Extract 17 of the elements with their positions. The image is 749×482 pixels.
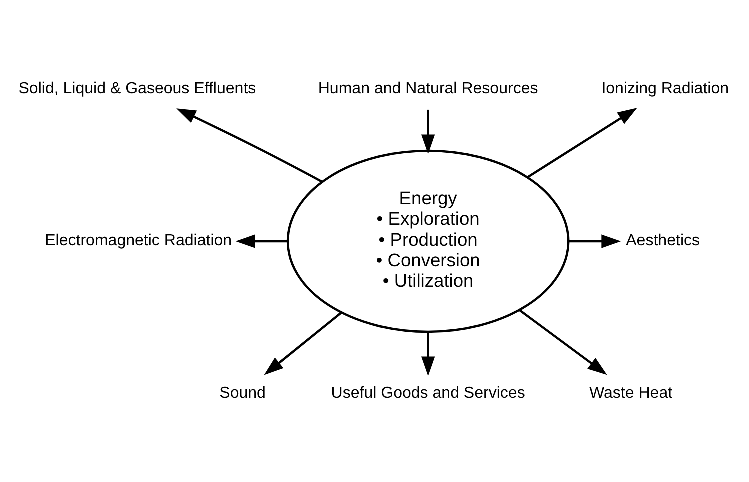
arrow bbox=[422, 109, 436, 154]
node-text: Human and Natural Resources bbox=[318, 78, 538, 97]
arrow bbox=[236, 234, 288, 248]
node-text: Electromagnetic Radiation bbox=[45, 231, 232, 250]
node-text: Solid, Liquid & Gaseous Effluents bbox=[18, 78, 256, 97]
node-text: Waste Heat bbox=[589, 384, 673, 402]
node-text: Sound bbox=[220, 384, 266, 402]
node-text: Ionizing Radiation bbox=[602, 78, 730, 97]
arrow bbox=[526, 108, 638, 178]
arrow bbox=[568, 234, 622, 248]
arrow bbox=[176, 108, 323, 182]
arrow bbox=[264, 311, 342, 375]
node-text: Useful Goods and Services bbox=[331, 384, 526, 402]
arrow bbox=[422, 332, 436, 376]
node-text: Aesthetics bbox=[626, 231, 700, 250]
node-ellipse: Energy • Exploration • Production • Conversion • Utilization bbox=[286, 149, 570, 333]
arrow bbox=[519, 309, 608, 375]
